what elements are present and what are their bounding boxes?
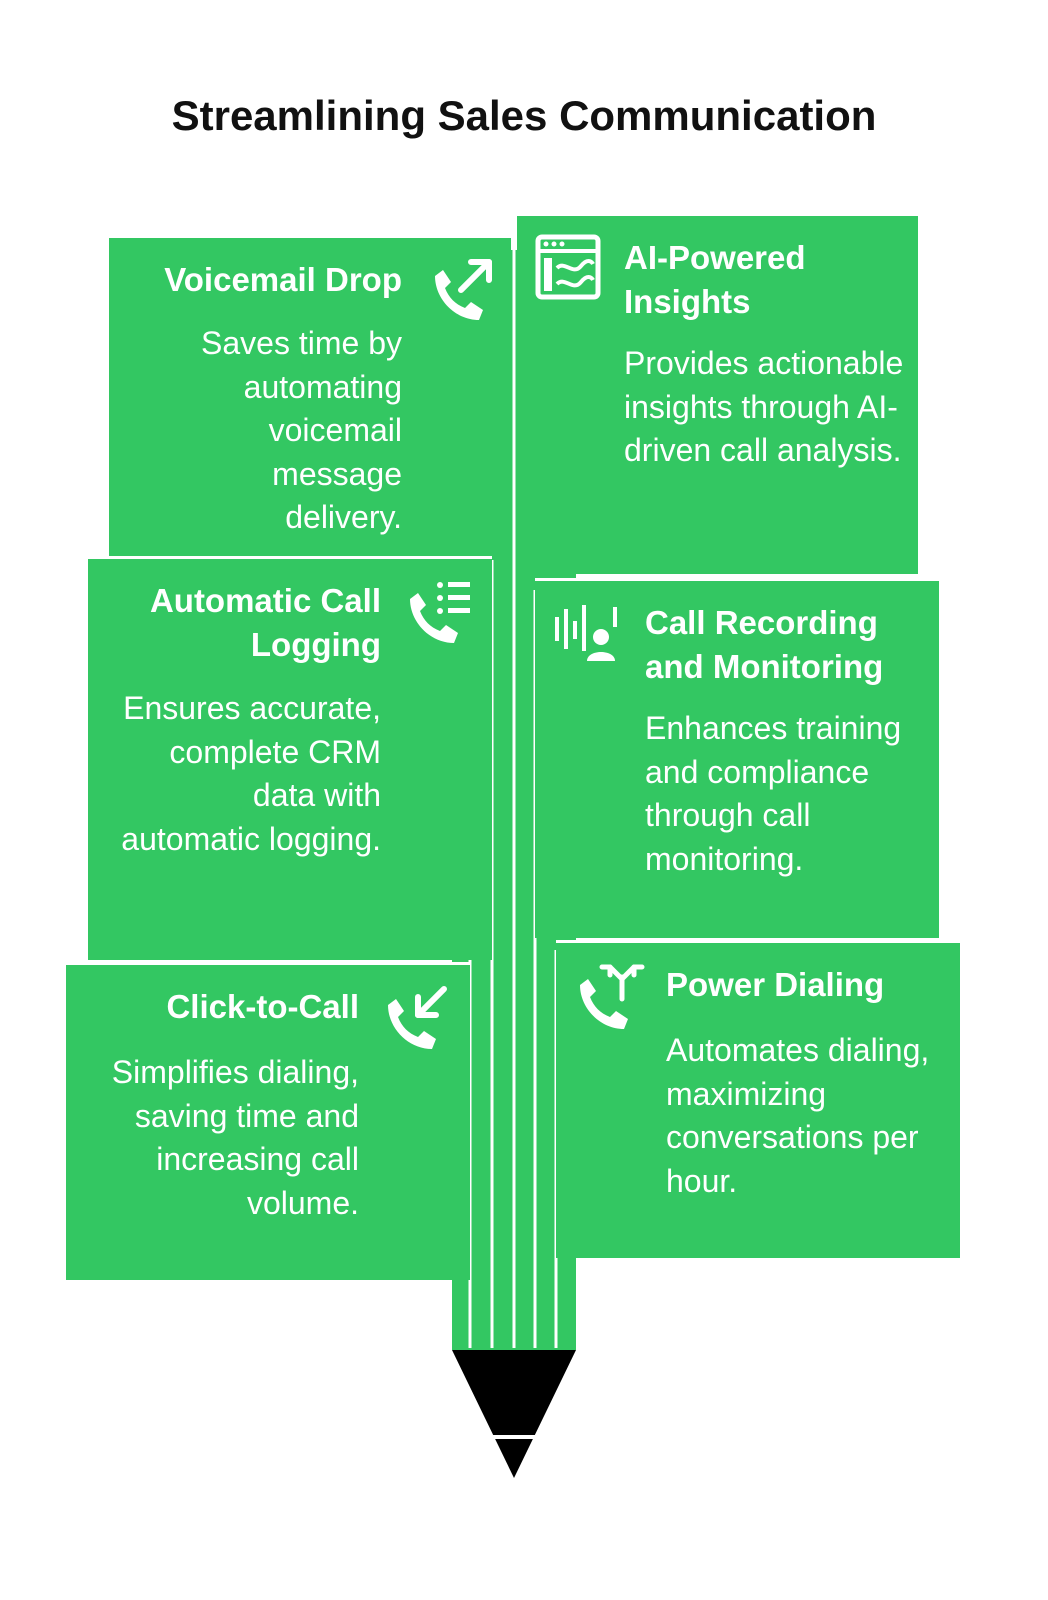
card-description: Automates dialing, maximizing conversati… — [666, 1032, 930, 1199]
pencil-tip — [452, 1350, 576, 1478]
phone-incoming-icon — [384, 983, 454, 1053]
card-automatic-call-logging: Automatic Call Logging Ensures accurate,… — [88, 556, 492, 960]
card-title: Call Recording and Monitoring — [645, 604, 884, 685]
card-description: Ensures accurate, complete CRM data with… — [121, 690, 381, 857]
card-title: AI-Powered Insights — [624, 239, 806, 320]
card-description: Simplifies dialing, saving time and incr… — [111, 1054, 359, 1221]
card-description: Enhances training and compliance through… — [645, 710, 902, 877]
audio-agent-icon — [553, 601, 621, 663]
card-power-dialing: Power Dialing Automates dialing, maximiz… — [556, 940, 960, 1258]
card-click-to-call: Click-to-Call Simplifies dialing, saving… — [66, 962, 470, 1280]
card-voicemail-drop: Voicemail Drop Saves time by automating … — [109, 238, 511, 556]
card-title: Voicemail Drop — [164, 261, 402, 298]
card-title: Click-to-Call — [166, 988, 359, 1025]
card-call-recording-monitoring: Call Recording and Monitoring Enhances t… — [535, 578, 939, 938]
phone-forward-icon — [576, 963, 646, 1033]
card-description: Saves time by automating voicemail messa… — [201, 325, 402, 535]
analytics-window-icon — [535, 234, 601, 300]
card-description: Provides actionable insights through AI-… — [624, 345, 904, 468]
card-title: Automatic Call Logging — [149, 582, 381, 663]
page-title: Streamlining Sales Communication — [171, 92, 877, 139]
card-title: Power Dialing — [666, 966, 885, 1003]
card-ai-powered-insights: AI-Powered Insights Provides actionable … — [517, 216, 918, 574]
phone-outgoing-icon — [427, 254, 497, 324]
phone-list-icon — [406, 577, 476, 647]
